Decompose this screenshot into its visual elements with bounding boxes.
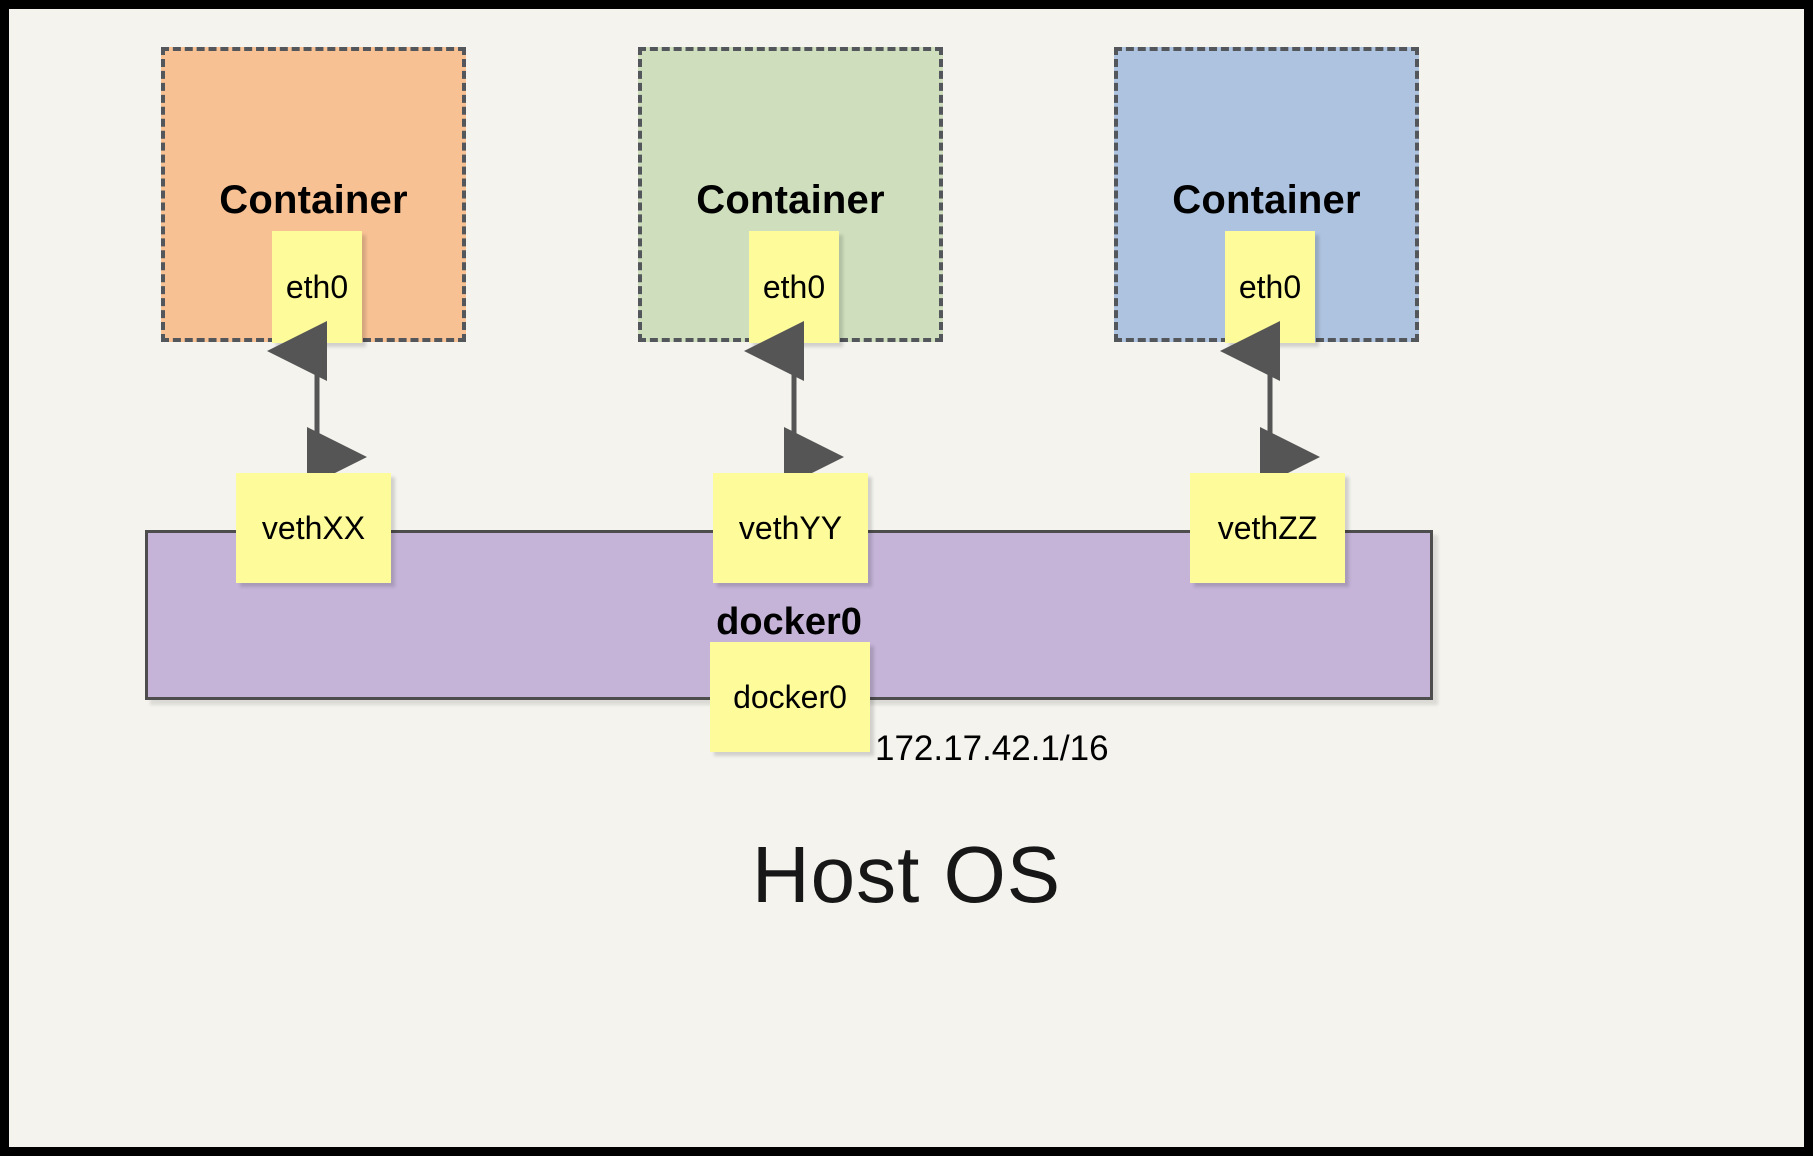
- container-eth0-2[interactable]: eth0: [749, 231, 839, 343]
- container-title-1: Container: [219, 178, 408, 222]
- container-title-2: Container: [696, 178, 885, 222]
- veth-label-2: vethYY: [738, 509, 843, 546]
- container-eth0-label-1: eth0: [285, 268, 349, 305]
- link-arrow-3: [1220, 321, 1320, 487]
- docker0-bridge-label: docker0: [716, 601, 862, 643]
- veth-box-2[interactable]: vethYY: [713, 473, 868, 583]
- container-eth0-1[interactable]: eth0: [272, 231, 362, 343]
- host-os-canvas: Container eth0 Container eth0 Container …: [9, 9, 1804, 1147]
- veth-label-1: vethXX: [261, 509, 366, 546]
- host-os-title: Host OS: [751, 830, 1062, 919]
- container-eth0-label-3: eth0: [1238, 268, 1302, 305]
- veth-label-3: vethZZ: [1217, 509, 1318, 546]
- docker0-interface-label: docker0: [733, 678, 847, 715]
- docker0-interface-box[interactable]: docker0: [710, 642, 870, 752]
- veth-box-1[interactable]: vethXX: [236, 473, 391, 583]
- docker0-ip-label: 172.17.42.1/16: [875, 729, 1109, 768]
- container-title-3: Container: [1172, 178, 1361, 222]
- container-eth0-3[interactable]: eth0: [1225, 231, 1315, 343]
- veth-box-3[interactable]: vethZZ: [1190, 473, 1345, 583]
- link-arrow-1: [267, 321, 367, 487]
- link-arrow-2: [744, 321, 844, 487]
- container-eth0-label-2: eth0: [762, 268, 826, 305]
